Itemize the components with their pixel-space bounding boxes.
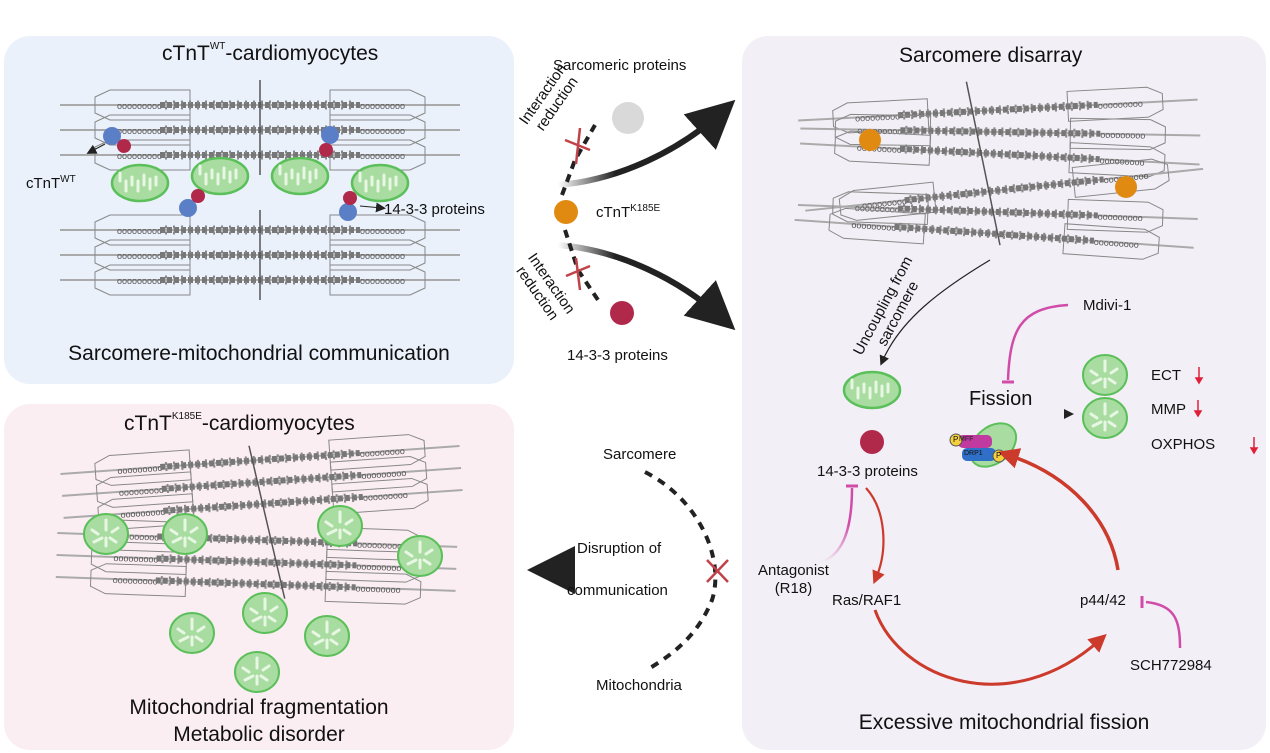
wt-1433-label: 14-3-3 proteins: [384, 201, 485, 218]
arrow-to-disarray: [557, 99, 736, 188]
mitochondria-label: Mitochondria: [596, 677, 682, 694]
outcome-oxphos: OXPHOS: [1151, 436, 1216, 453]
arrow-p44-to-fission: [998, 448, 1120, 571]
fission-label: Fission: [969, 388, 1033, 410]
sarcomeric-proteins-label: Sarcomeric proteins: [553, 57, 687, 74]
disruption-line2: communication: [567, 582, 668, 599]
cross-mark-communication: [706, 559, 729, 583]
arrow-to-ras: [865, 487, 885, 585]
uncoupling-arrow: [879, 259, 991, 366]
center-1433-label: 14-3-3 proteins: [567, 347, 668, 364]
mdivi-label: Mdivi-1: [1083, 297, 1132, 314]
disruption-line1: Disruption of: [577, 540, 662, 557]
wt-sarcomere-bottom: [60, 210, 460, 300]
cross-mark-bottom: [565, 257, 591, 291]
fission-complex: [949, 422, 1018, 468]
sch-inhibit: [1145, 600, 1182, 649]
arrow-to-fission: [557, 242, 736, 331]
phospho-label-1: P: [953, 435, 959, 444]
sch-label: SCH772984: [1130, 657, 1212, 674]
sarcomeric-protein-shape: [612, 102, 644, 134]
protein-1433-shape: [610, 301, 634, 325]
right-panel-caption: Excessive mitochondrial fission: [858, 711, 1150, 734]
wt-panel-title: cTnTWT-cardiomyocytes: [162, 41, 379, 65]
panel-wild-type: [4, 36, 514, 384]
antagonist-inhibit: [821, 487, 854, 564]
antagonist-label: Antagonist(R18): [758, 562, 829, 597]
mutant-sarcomere: [46, 431, 471, 634]
wt-protein-complexes: [103, 126, 357, 221]
disarray-sarcomere: [786, 81, 1209, 283]
right-panel-title: Sarcomere disarray: [899, 44, 1083, 67]
p44-42-label: p44/42: [1080, 592, 1126, 609]
arrow-ras-to-p44: [873, 609, 1107, 686]
drp1-label: DRP1: [964, 450, 983, 457]
right-1433-label: 14-3-3 proteins: [817, 463, 918, 480]
sarcomere-label: Sarcomere: [603, 446, 677, 463]
ctnt-mutant-label: cTnTK185E: [596, 203, 661, 221]
wt-sarcomere-top: [60, 80, 460, 175]
cross-mark-top: [564, 127, 591, 165]
outcome-ect: ECT: [1151, 367, 1181, 384]
mutant-caption-line1: Mitochondrial fragmentation: [129, 696, 389, 719]
phospho-label-2: P: [996, 451, 1002, 460]
mutant-panel-title: cTnTK185E-cardiomyocytes: [124, 411, 355, 435]
outcome-mmp: MMP: [1151, 401, 1186, 418]
wt-panel-caption: Sarcomere-mitochondrial communication: [68, 342, 450, 365]
mutant-caption-line2: Metabolic disorder: [173, 723, 345, 746]
down-arrows: [1193, 367, 1259, 455]
mdivi-inhibit: [1006, 303, 1069, 381]
mff-label: MFF: [959, 436, 974, 443]
ras-raf-label: Ras/RAF1: [832, 592, 902, 609]
ctnt-mutant-shape: [554, 200, 578, 224]
ctnt-wt-label: cTnTWT: [26, 174, 76, 192]
